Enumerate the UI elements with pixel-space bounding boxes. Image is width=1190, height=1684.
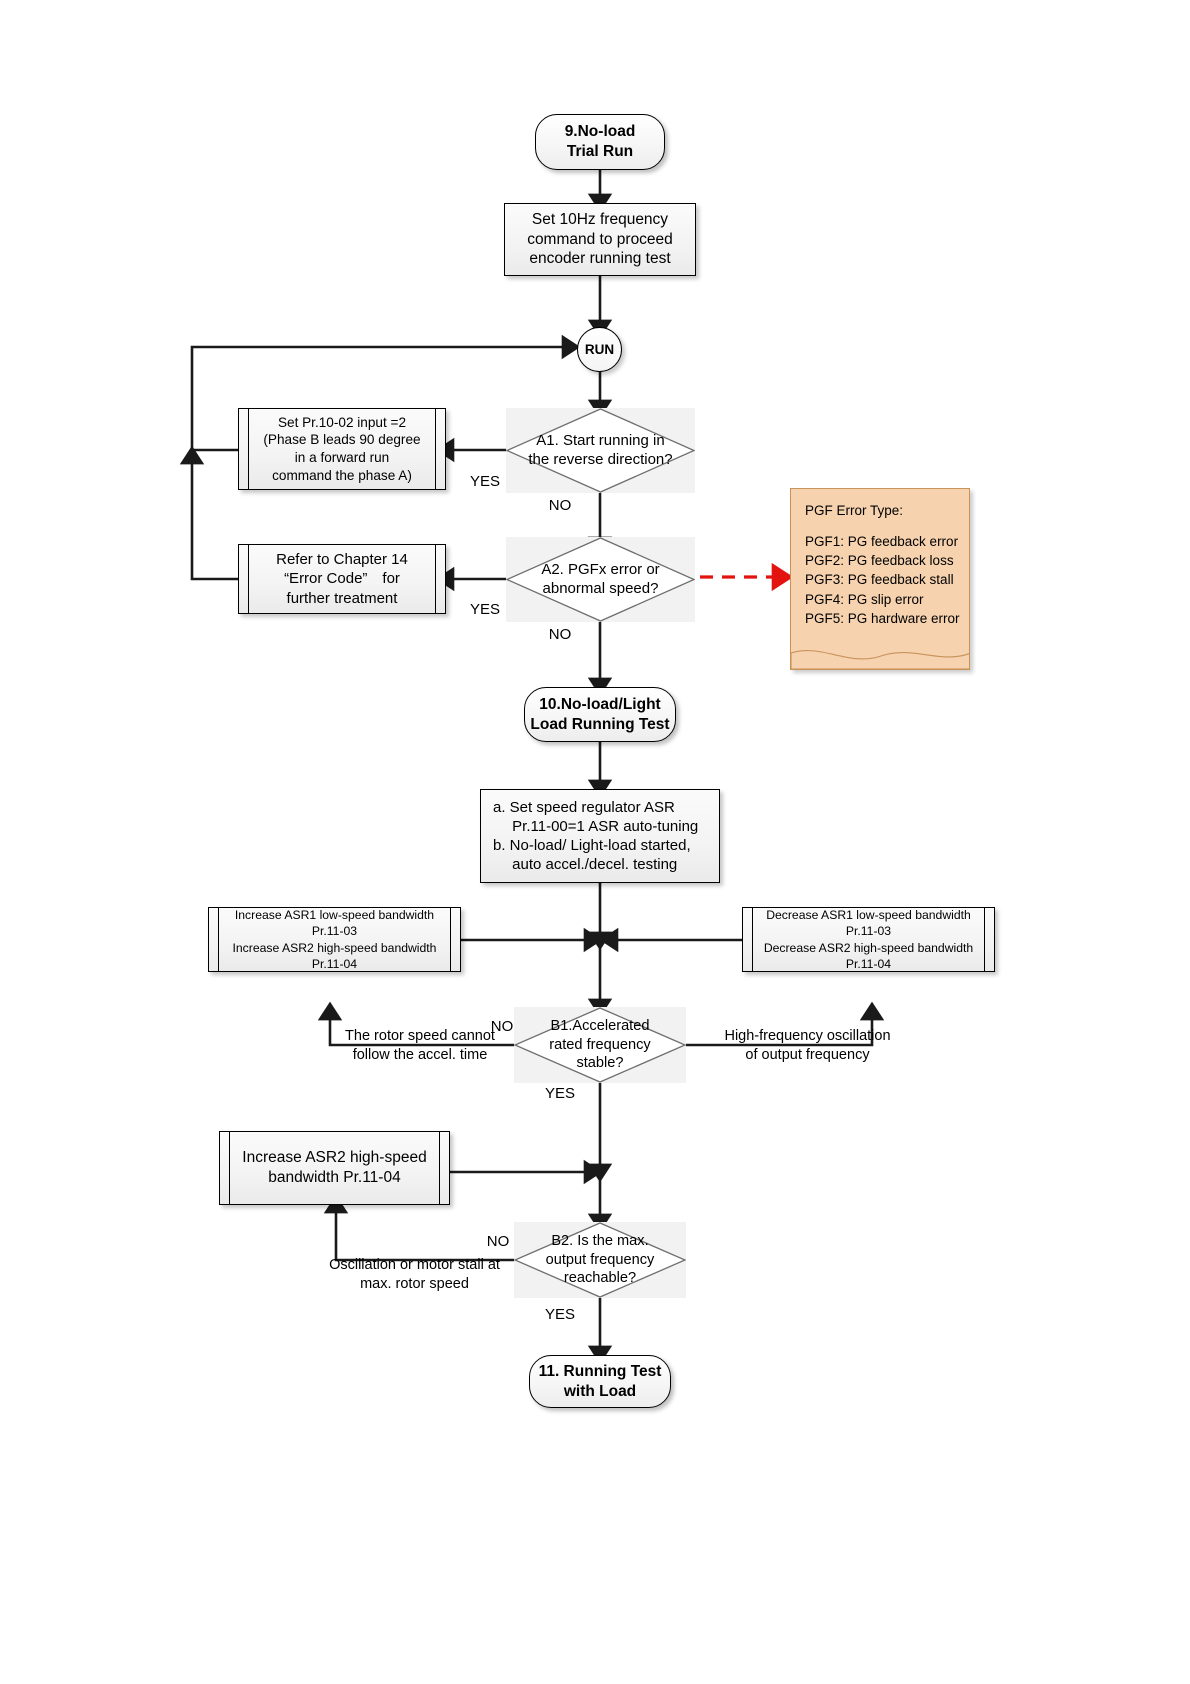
edge-label-a1-yes: YES [469,473,500,490]
terminator-start-label: 9.No-load Trial Run [564,123,636,160]
edge-label-b1-no: NO [490,1018,514,1035]
process-set-10hz[interactable]: Set 10Hz frequency command to proceed en… [504,203,696,276]
process-increase-asr2-label: Increase ASR2 high-speed bandwidth Pr.11… [242,1148,427,1186]
process-asr-setup-label: a. Set speed regulator ASR Pr.11-00=1 AS… [493,798,699,874]
edge-label-b2-left-reason: Oscillation or motor stall at max. rotor… [329,1257,500,1292]
note-pgf-error-type: PGF Error Type: PGF1: PG feedback error … [790,488,970,670]
terminator-step-10-label: 10.No-load/Light Load Running Test [530,695,670,733]
terminator-start[interactable]: 9.No-load Trial Run [535,114,665,170]
edge-label-b2-yes: YES [544,1306,575,1323]
terminator-end-label: 11. Running Test with Load [538,1362,662,1400]
decision-b2[interactable]: B2. Is the max. output frequency reachab… [514,1222,686,1298]
process-set-pr1002-label: Set Pr.10-02 input =2 (Phase B leads 90 … [263,414,421,483]
note-pgf-item-3: PGF3: PG feedback stall [805,572,954,588]
decision-b1[interactable]: B1.Accelerated rated frequency stable? [514,1007,686,1083]
edge-label-a1-no: NO [548,497,572,514]
process-decrease-bandwidth-label: Decrease ASR1 low-speed bandwidth Pr.11-… [763,908,974,971]
decision-b2-label: B2. Is the max. output frequency reachab… [545,1233,655,1287]
edge-label-b1-yes: YES [544,1085,575,1102]
process-increase-asr2[interactable]: Increase ASR2 high-speed bandwidth Pr.11… [219,1131,450,1205]
process-set-pr1002[interactable]: Set Pr.10-02 input =2 (Phase B leads 90 … [238,408,446,490]
process-set-10hz-label: Set 10Hz frequency command to proceed en… [527,210,673,268]
decision-a2-label: A2. PGFx error or abnormal speed? [541,560,660,597]
edge-label-a2-no: NO [548,626,572,643]
note-pgf-item-2: PGF2: PG feedback loss [805,553,954,569]
process-refer-chapter-14-label: Refer to Chapter 14 “Error Code” for fur… [276,550,408,607]
terminator-step-10[interactable]: 10.No-load/Light Load Running Test [524,687,676,742]
process-increase-bandwidth[interactable]: Increase ASR1 low-speed bandwidth Pr.11-… [208,907,461,972]
edge-label-b2-no: NO [486,1233,510,1250]
decision-a2[interactable]: A2. PGFx error or abnormal speed? [506,537,695,622]
terminator-end[interactable]: 11. Running Test with Load [529,1355,671,1408]
decision-b1-label: B1.Accelerated rated frequency stable? [549,1018,651,1072]
process-decrease-bandwidth[interactable]: Decrease ASR1 low-speed bandwidth Pr.11-… [742,907,995,972]
note-pgf-item-1: PGF1: PG feedback error [805,534,959,550]
decision-a1[interactable]: A1. Start running in the reverse directi… [506,408,695,493]
edge-label-a2-yes: YES [469,601,500,618]
decision-a1-label: A1. Start running in the reverse directi… [528,431,673,468]
note-pgf-content: PGF Error Type: PGF1: PG feedback error … [805,501,961,628]
process-asr-setup[interactable]: a. Set speed regulator ASR Pr.11-00=1 AS… [480,789,720,883]
process-increase-bandwidth-label: Increase ASR1 low-speed bandwidth Pr.11-… [232,908,437,971]
note-pgf-item-4: PGF4: PG slip error [805,591,924,607]
note-pgf-title: PGF Error Type: [805,503,904,518]
edge-label-b1-right-reason: High-frequency oscillation of output fre… [724,1028,891,1063]
connector-run-label: RUN [584,341,615,357]
connector-run[interactable]: RUN [577,327,622,372]
edge-label-b1-left-reason: The rotor speed cannot follow the accel.… [345,1028,495,1063]
process-refer-chapter-14[interactable]: Refer to Chapter 14 “Error Code” for fur… [238,544,446,614]
note-pgf-item-5: PGF5: PG hardware error [805,610,960,626]
note-wave-decoration [791,649,969,669]
